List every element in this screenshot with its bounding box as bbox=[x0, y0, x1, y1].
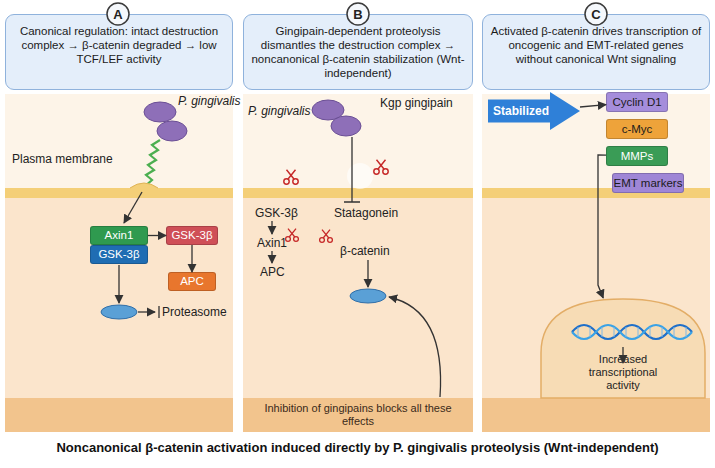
extracellular-area bbox=[5, 94, 233, 188]
panel-c-background bbox=[482, 94, 710, 432]
node-text: C bbox=[591, 7, 600, 22]
bacterium-cell bbox=[144, 102, 176, 122]
node-text: Gingipain-dependent proteolysis dismantl… bbox=[250, 24, 466, 80]
pathway-arrow bbox=[271, 251, 272, 263]
node-text: EMT markers bbox=[614, 177, 683, 190]
scissors-icon bbox=[320, 230, 333, 243]
bacterium-cell bbox=[157, 121, 187, 141]
beta-catenin-blob bbox=[101, 305, 137, 319]
scissors-icon bbox=[284, 170, 298, 184]
node-text: MMPs bbox=[621, 150, 654, 163]
connector-arrow bbox=[580, 105, 606, 107]
cytoplasm bbox=[5, 198, 233, 398]
signal-arrow bbox=[124, 192, 142, 223]
arrow-outline bbox=[488, 92, 580, 130]
scissors-icon bbox=[286, 229, 299, 242]
inhibition-line bbox=[344, 137, 360, 202]
curved-arrow bbox=[389, 297, 441, 397]
extracellular-area bbox=[243, 94, 473, 188]
bacterium-cell bbox=[331, 116, 361, 136]
gene-box: Cyclin D1 bbox=[606, 92, 668, 112]
nucleus: Increased transcriptional activity bbox=[540, 298, 706, 398]
connector-arrow bbox=[191, 245, 192, 272]
bottom-band bbox=[5, 398, 233, 432]
degradation-arrow bbox=[118, 265, 119, 303]
protein-label: β-catenin bbox=[340, 244, 390, 258]
circle-outline bbox=[107, 3, 129, 25]
node-text: Inhibition of gingipains blocks all thes… bbox=[247, 402, 469, 428]
scissors-icon bbox=[374, 160, 388, 174]
membrane-bulge bbox=[130, 183, 158, 188]
node-text: APC bbox=[180, 275, 204, 288]
panel-letter: B bbox=[346, 2, 370, 26]
protein-box: Axin1 bbox=[90, 226, 148, 245]
fimbriae bbox=[144, 140, 160, 187]
organism-label: P. gingivalis bbox=[248, 104, 310, 118]
protein-box: GSK-3β bbox=[166, 226, 218, 245]
pathway-arrow bbox=[271, 221, 272, 234]
bacterium-a bbox=[130, 102, 187, 188]
protein-label: APC bbox=[260, 265, 285, 279]
node-text: Axin1 bbox=[105, 229, 134, 242]
node-text: GSK-3β bbox=[171, 229, 212, 242]
cytoplasm bbox=[482, 198, 710, 398]
protein-label: Statagonein bbox=[334, 206, 398, 220]
panel-b-arrows bbox=[272, 137, 441, 397]
protein-box: GSK-3β bbox=[90, 245, 148, 264]
organism-label: P. gingivalis bbox=[178, 94, 240, 108]
figure-caption: Noncanonical β-catenin activation induce… bbox=[0, 440, 715, 455]
gene-box: c-Myc bbox=[606, 119, 668, 139]
node-text: A bbox=[113, 7, 122, 22]
enzyme-label: Kgp gingipain bbox=[380, 96, 453, 110]
panel-a-background bbox=[5, 94, 233, 432]
cytoplasm bbox=[243, 198, 473, 398]
protein-label: GSK-3β bbox=[255, 206, 298, 220]
proteasome-arrow bbox=[138, 311, 155, 312]
proteasome-label: Proteasome bbox=[162, 305, 227, 319]
gene-box: MMPs bbox=[606, 146, 668, 166]
vesicle bbox=[347, 163, 373, 189]
stabilized-arrow: Stabilized bbox=[488, 92, 580, 130]
plasma-membrane bbox=[243, 188, 473, 198]
node-text: Activated β-catenin drives transcription… bbox=[489, 24, 703, 66]
protein-box: APC bbox=[168, 272, 216, 291]
panel-b-background bbox=[243, 94, 473, 398]
circle-outline bbox=[585, 3, 607, 25]
node-text: GSK-3β bbox=[98, 248, 139, 261]
node-text: B bbox=[353, 7, 362, 22]
gene-box: EMT markers bbox=[612, 173, 684, 193]
bottom-band bbox=[482, 398, 710, 432]
node-text: Increased transcriptional activity bbox=[576, 353, 670, 392]
node-text: Cyclin D1 bbox=[612, 96, 661, 109]
stabilization-arrow bbox=[367, 260, 368, 287]
connector-arrow bbox=[148, 235, 166, 236]
panel-letter: A bbox=[106, 2, 130, 26]
bacterium-b bbox=[312, 100, 373, 189]
node-text: Canonical regulation: intact destruction… bbox=[12, 24, 226, 66]
circle-outline bbox=[347, 3, 369, 25]
membrane-label: Plasma membrane bbox=[12, 152, 113, 166]
beta-catenin-blob bbox=[350, 289, 386, 303]
inhibition-tick bbox=[158, 306, 159, 318]
dome-outline bbox=[541, 299, 705, 398]
node-text: c-Myc bbox=[622, 123, 653, 136]
protein-label: Axin1 bbox=[257, 236, 287, 250]
connector-arrow bbox=[598, 155, 606, 298]
plasma-membrane bbox=[5, 188, 233, 198]
inhibition-band: Inhibition of gingipains blocks all thes… bbox=[243, 398, 473, 432]
node-text: Stabilized bbox=[493, 104, 549, 118]
bacterium-cell bbox=[312, 100, 344, 120]
panel-letter: C bbox=[584, 2, 608, 26]
